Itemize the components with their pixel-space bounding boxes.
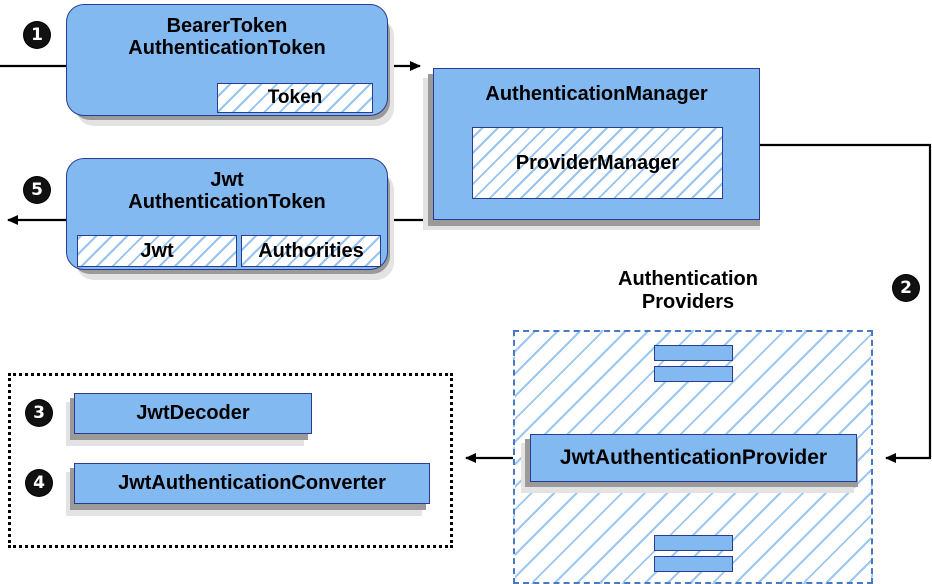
node-title: AuthenticationManager (485, 83, 708, 105)
step-1-glyph: 1 (31, 24, 43, 45)
node-title: Jwt AuthenticationToken (128, 169, 326, 214)
node-jwt-authentication-provider[interactable]: JwtAuthenticationProvider (530, 434, 857, 482)
inner-authorities-box[interactable]: Authorities (241, 235, 381, 267)
node-jwt-decoder[interactable]: JwtDecoder (74, 393, 312, 434)
step-5-glyph: 5 (31, 179, 43, 200)
inner-jwt-label: Jwt (140, 239, 174, 262)
step-4-glyph: 4 (33, 472, 45, 493)
step-3-glyph: 3 (33, 402, 45, 423)
step-marker-1: 1 (24, 22, 50, 48)
step-marker-3: 3 (26, 400, 52, 426)
provider-placeholder-bar-top-2 (654, 366, 733, 382)
inner-token-box[interactable]: Token (217, 83, 373, 113)
node-title: JwtAuthenticationProvider (559, 446, 828, 470)
node-title: JwtDecoder (136, 402, 250, 425)
inner-token-label: Token (267, 87, 323, 108)
node-jwt-authentication-converter[interactable]: JwtAuthenticationConverter (74, 463, 430, 504)
node-bearer-token-authentication-token[interactable]: BearerToken AuthenticationToken Token (66, 4, 388, 116)
provider-placeholder-bar-bottom-2 (654, 556, 733, 572)
provider-placeholder-bar-bottom-1 (654, 535, 733, 551)
node-authentication-manager[interactable]: AuthenticationManager ProviderManager (433, 68, 760, 220)
inner-provider-manager-label: ProviderManager (515, 151, 680, 174)
inner-jwt-box[interactable]: Jwt (77, 235, 237, 267)
node-title: BearerToken AuthenticationToken (128, 15, 326, 60)
inner-provider-manager-box[interactable]: ProviderManager (472, 127, 723, 199)
step-2-glyph: 2 (900, 277, 912, 298)
jwt-support-components-container (8, 373, 453, 548)
node-title: JwtAuthenticationConverter (118, 472, 386, 495)
provider-placeholder-bar-top-1 (654, 345, 733, 361)
step-marker-4: 4 (26, 470, 52, 496)
node-jwt-authentication-token[interactable]: Jwt AuthenticationToken Jwt Authorities (66, 158, 388, 270)
authentication-providers-label: Authentication Providers (618, 268, 758, 313)
step-marker-2: 2 (893, 275, 919, 301)
inner-authorities-label: Authorities (258, 239, 364, 262)
step-marker-5: 5 (24, 177, 50, 203)
